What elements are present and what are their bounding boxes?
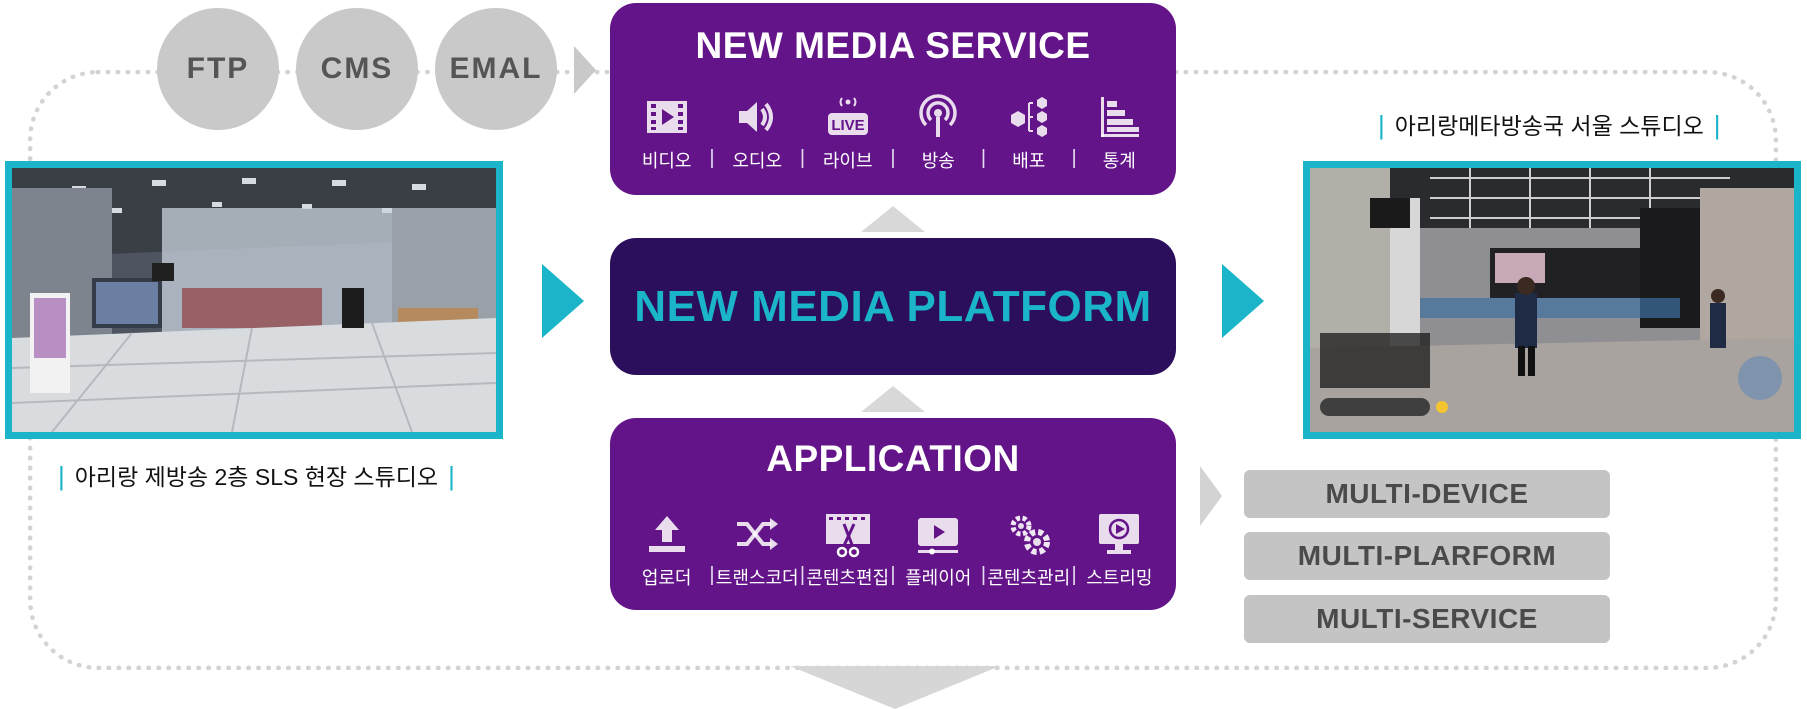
application-box: APPLICATION 업로더 | 트랜스코더 | [610, 418, 1176, 610]
caption-bar: | [448, 461, 455, 491]
separator: | [890, 147, 896, 169]
service-item-distribution: 배포 [986, 93, 1071, 173]
input-label: FTP [186, 52, 250, 85]
metaverse-studio-caption: | 아리랑메타방송국 서울 스튜디오 | [1368, 107, 1731, 141]
app-item-label: 플레이어 [905, 568, 972, 588]
app-item-content-management: 콘텐츠관리 [986, 510, 1071, 590]
service-item-broadcast: 방송 [896, 93, 981, 173]
app-item-label: 콘텐츠관리 [987, 568, 1071, 588]
output-label: MULTI-DEVICE [1325, 478, 1529, 509]
app-item-transcoder: 트랜스코더 [715, 510, 800, 590]
speaker-icon [739, 102, 774, 132]
input-circle-cms: CMS [296, 8, 418, 130]
separator: | [980, 564, 987, 586]
podcast-antenna-icon [919, 94, 957, 137]
caption-bar: | [1378, 110, 1385, 140]
input-label: EMAL [449, 52, 543, 85]
service-item-label: 통계 [1102, 151, 1136, 171]
service-item-label: 라이브 [822, 151, 873, 171]
service-item-video: 비디오 [624, 93, 709, 173]
app-item-label: 스트리밍 [1086, 568, 1153, 588]
service-icon-row: 비디오 | 오디오 | LIVE 라이브 | [624, 93, 1162, 173]
separator: | [709, 147, 715, 169]
new-media-service-box: NEW MEDIA SERVICE 비디오 | 오디오 | [610, 3, 1176, 195]
input-label: CMS [320, 52, 394, 85]
video-film-icon [646, 101, 687, 133]
new-media-platform-box: NEW MEDIA PLATFORM [610, 238, 1176, 375]
service-item-label: 배포 [1012, 151, 1046, 171]
live-broadcast-icon: LIVE [827, 97, 868, 135]
teal-arrow-right [1222, 264, 1264, 338]
service-title: NEW MEDIA SERVICE [695, 25, 1091, 66]
app-item-content-edit: 콘텐츠편집 [805, 510, 890, 590]
separator: | [980, 147, 987, 169]
up-arrow-to-service [861, 206, 925, 232]
up-arrow-to-platform [861, 386, 925, 412]
streaming-monitor-icon [1099, 514, 1140, 554]
teal-arrow-left [542, 264, 584, 338]
film-edit-icon [825, 514, 870, 558]
app-item-label: 트랜스코더 [715, 568, 799, 588]
input-circle-ftp: FTP [157, 8, 279, 130]
service-item-label: 비디오 [641, 151, 692, 171]
application-title: APPLICATION [766, 438, 1020, 479]
caption-bar: | [58, 461, 65, 491]
input-circle-emal: EMAL [435, 8, 557, 130]
multi-service-box: MULTI-SERVICE [1244, 595, 1610, 643]
service-item-label: 방송 [921, 151, 955, 171]
svg-text:LIVE: LIVE [831, 117, 864, 134]
gears-icon [1010, 515, 1050, 555]
platform-title: NEW MEDIA PLATFORM [634, 281, 1152, 331]
multi-device-box: MULTI-DEVICE [1244, 470, 1610, 518]
separator: | [1071, 147, 1077, 169]
distribution-cubes-icon [1010, 97, 1047, 137]
service-item-audio: 오디오 [715, 93, 800, 173]
app-item-label: 업로더 [641, 568, 692, 588]
separator: | [890, 564, 896, 586]
bar-chart-icon [1101, 97, 1140, 137]
upload-icon [648, 516, 685, 552]
caption-text: 아리랑 제방송 2층 SLS 현장 스튜디오 [74, 464, 439, 490]
separator: | [799, 147, 806, 169]
physical-studio-photo [5, 161, 503, 439]
shuffle-icon [737, 518, 779, 550]
app-item-label: 콘텐츠편집 [806, 568, 890, 588]
application-icon-row: 업로더 | 트랜스코더 | 콘텐츠편집 | [624, 510, 1162, 590]
input-arrow [574, 46, 596, 94]
separator: | [709, 564, 715, 586]
metaverse-scene-image [1310, 168, 1794, 432]
service-item-statistics: 통계 [1077, 93, 1162, 173]
metaverse-studio-screenshot [1303, 161, 1801, 439]
physical-studio-caption: | 아리랑 제방송 2층 SLS 현장 스튜디오 | [48, 458, 465, 492]
output-label: MULTI-PLARFORM [1297, 540, 1557, 571]
multi-platform-box: MULTI-PLARFORM [1244, 532, 1610, 580]
app-item-streaming: 스트리밍 [1077, 510, 1162, 590]
studio-scene-image [12, 168, 496, 432]
separator: | [799, 564, 806, 586]
service-item-live: LIVE 라이브 [805, 93, 890, 173]
service-item-label: 오디오 [732, 151, 783, 171]
down-arrow [790, 666, 1000, 709]
output-label: MULTI-SERVICE [1316, 603, 1538, 634]
app-item-player: 플레이어 [896, 510, 981, 590]
caption-bar: | [1713, 110, 1721, 140]
player-icon [918, 518, 959, 555]
caption-text: 아리랑메타방송국 서울 스튜디오 [1394, 113, 1704, 139]
app-item-uploader: 업로더 [624, 510, 709, 590]
output-arrow [1200, 466, 1222, 526]
separator: | [1071, 564, 1077, 586]
